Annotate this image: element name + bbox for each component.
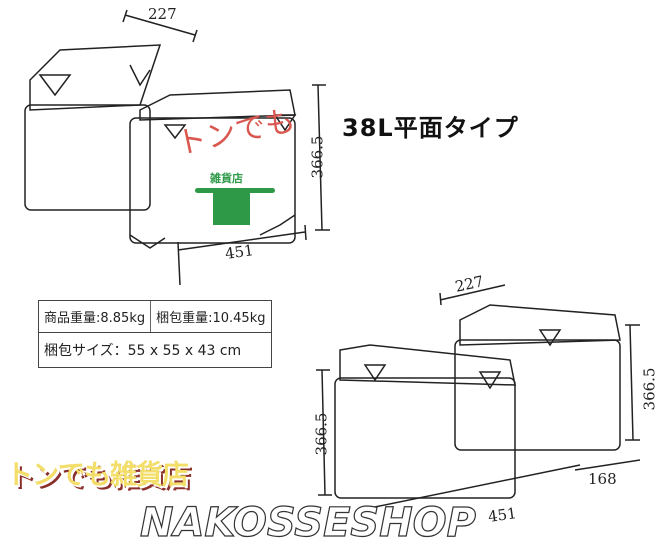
product-weight: 商品重量:8.85kg [39,301,152,332]
dim-bottom-depth-side: 168 [588,470,617,488]
case-drawing-bottom-front [334,344,516,499]
case-drawing-top-front [129,89,297,249]
watermark-english: NAKOSSESHOP [139,499,476,546]
logo-hat-body [213,193,250,225]
logo-hat-icon [195,188,275,193]
package-size: 梱包サイズ：55 x 55 x 43 cm [44,343,242,359]
watermark-japanese: トンでも雑貨店 [6,460,189,491]
dim-top-height: 366.5 [308,135,327,179]
case-drawing-bottom-back [454,304,621,451]
dim-line-top-height [312,84,330,231]
dim-bottom-height-right: 366.5 [640,367,659,411]
logo-subtitle: 雑貨店 [210,172,243,185]
dim-line-bottom-height-left [316,369,332,496]
dim-line-bottom-depth [439,284,506,306]
package-weight: 梱包重量:10.45kg [156,311,266,326]
product-title: 38L平面タイプ [342,114,519,142]
spec-table: 商品重量:8.85kg 梱包重量:10.45kg 梱包サイズ：55 x 55 x… [38,300,272,368]
dim-line-bottom-width [359,459,641,511]
dim-line-top-width [177,224,307,286]
dim-bottom-height-left: 366.5 [312,412,331,456]
dim-line-top-depth [122,9,198,43]
dim-line-bottom-height-right [625,324,640,441]
case-drawing-top-back [24,44,162,211]
dim-top-depth: 227 [148,5,177,23]
